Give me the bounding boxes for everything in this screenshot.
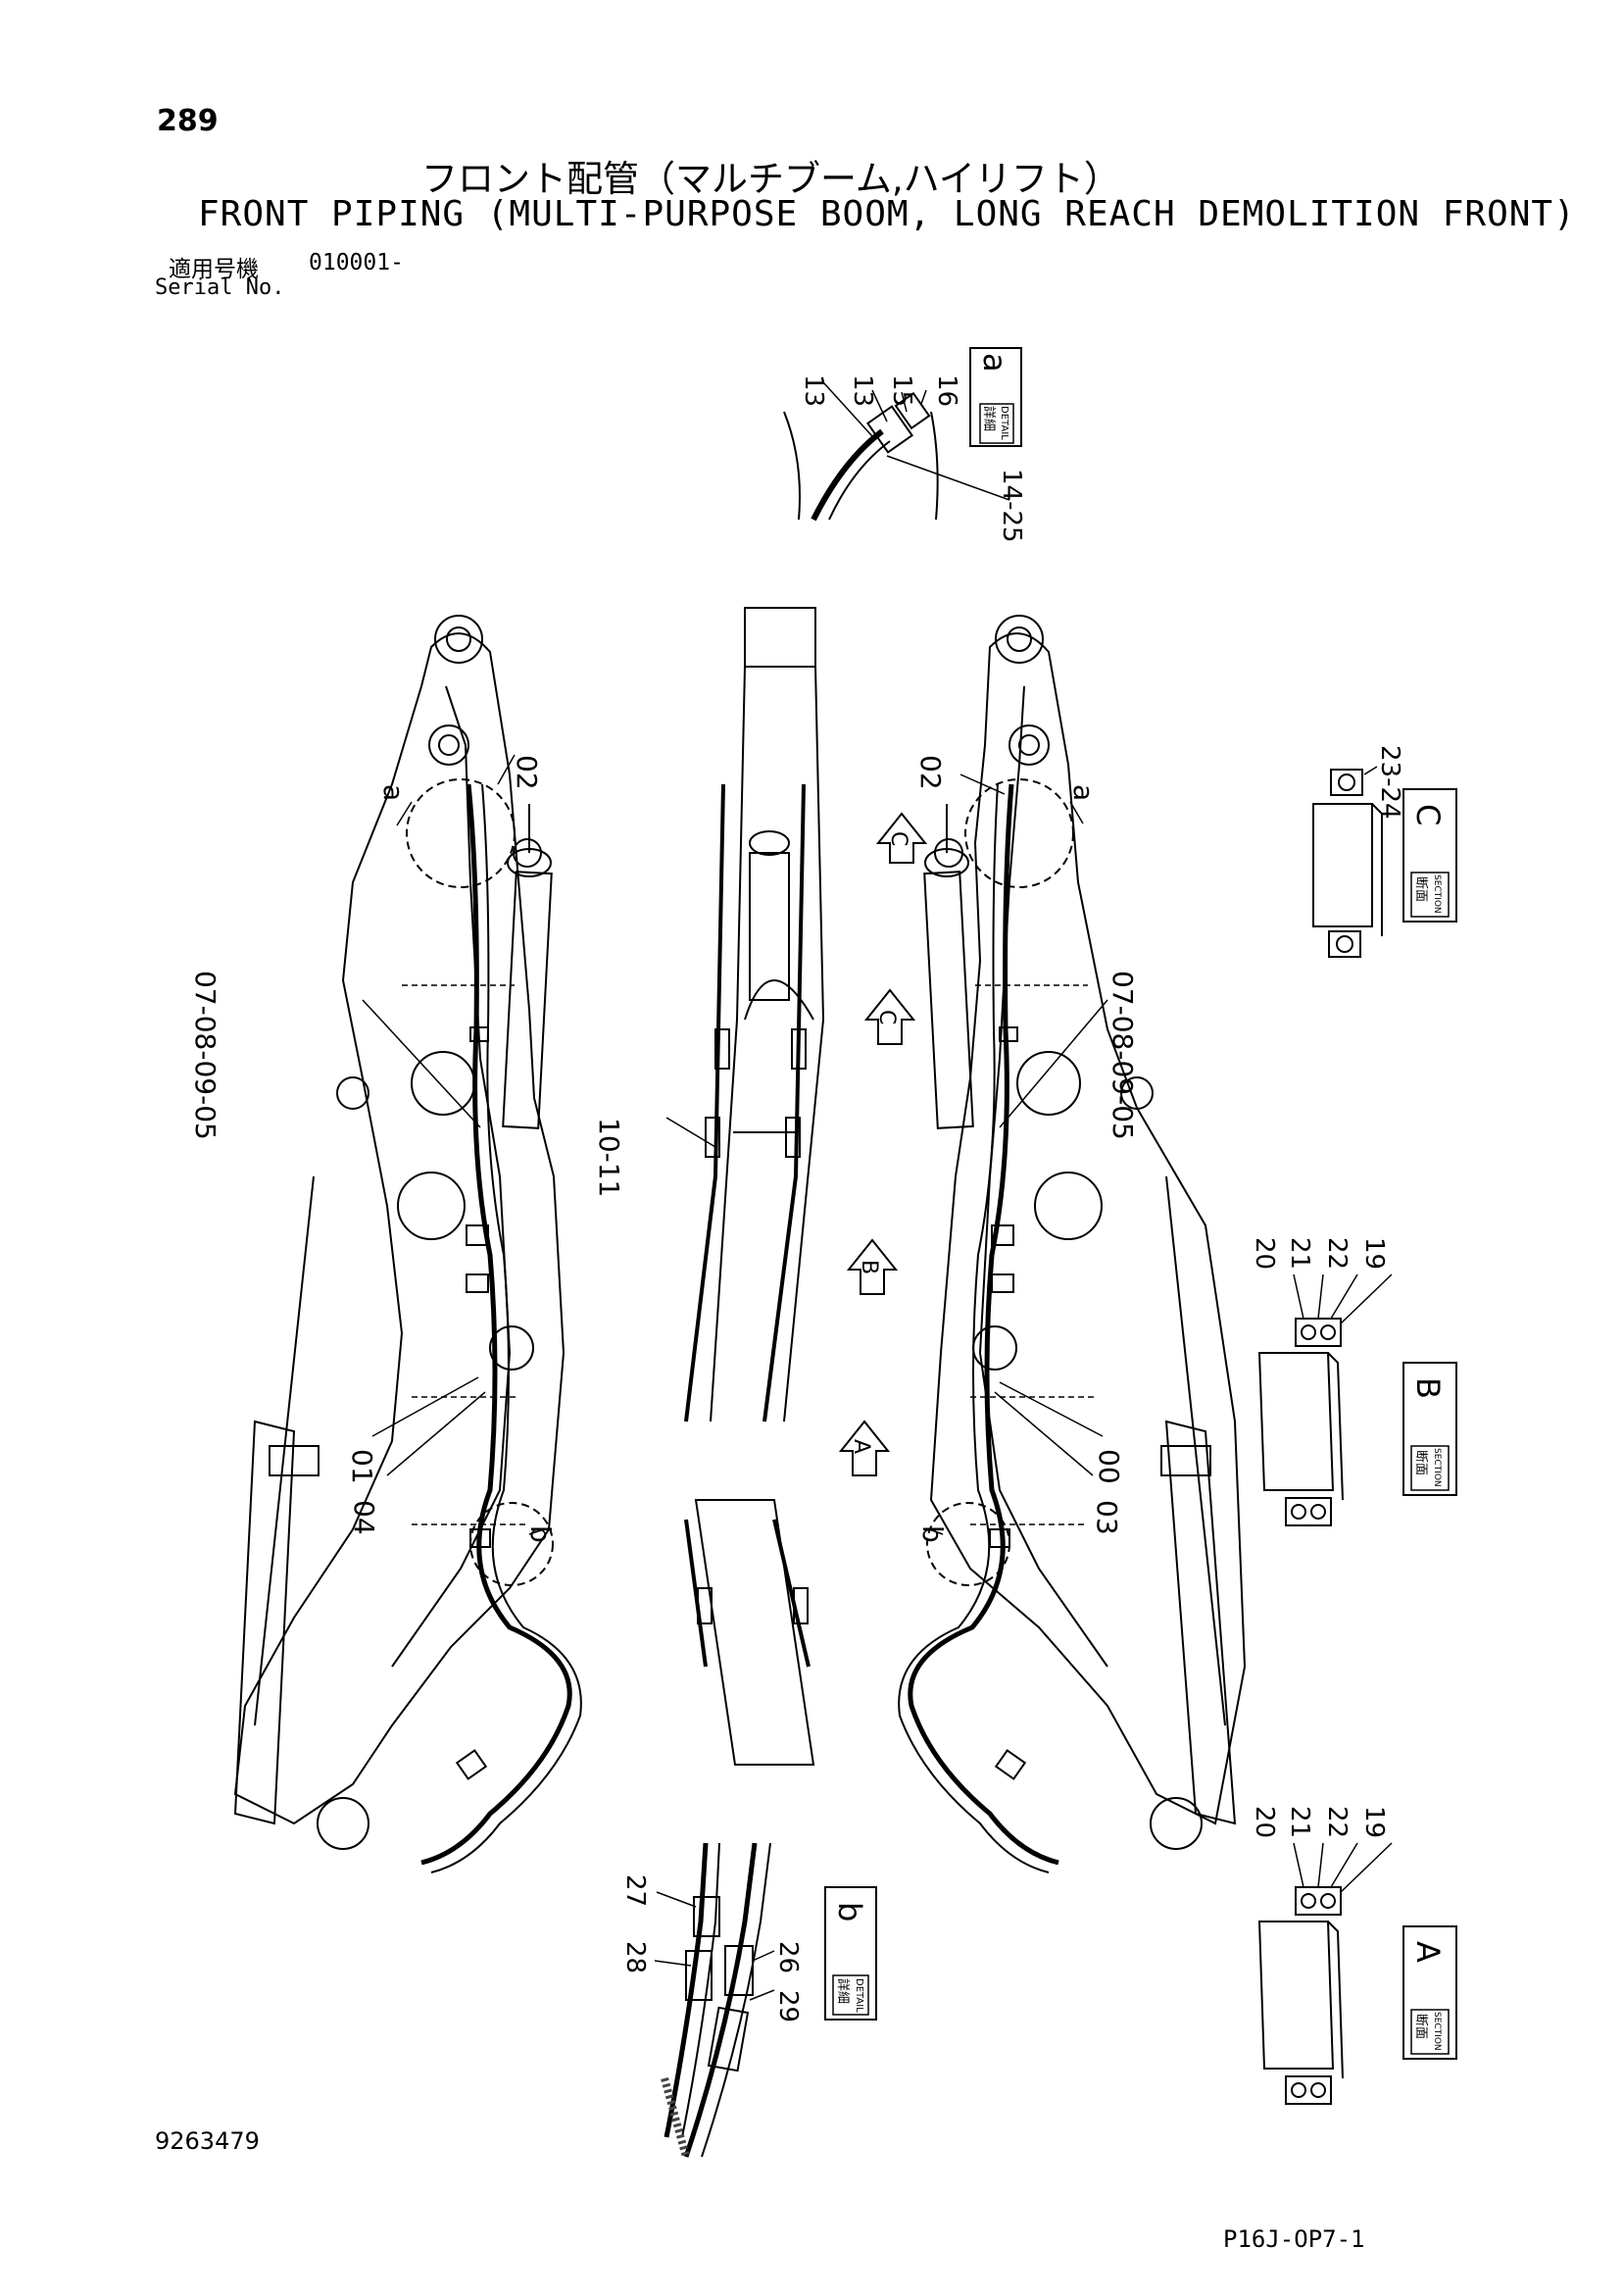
svg-text:C: C [874,1010,899,1024]
section-b: 20 21 22 19 断面 SECTION B [1250,1237,1457,1526]
detail-a-tag-jp: 詳細 [981,406,997,431]
section-c-part-23-24: 23-24 [1375,745,1404,820]
section-c-tag-en: SECTION [1432,874,1442,914]
detail-a: 13 13 15 16 14-25 詳細 DETAIL a [783,347,1026,543]
right-callout-02: 02 [914,755,947,790]
detail-a-tag-letter: a [976,353,1013,373]
section-b-part-21: 21 [1285,1237,1314,1270]
title-english: FRONT PIPING (MULTI-PURPOSE BOOM, LONG R… [198,194,1576,234]
section-b-part-20: 20 [1250,1237,1279,1270]
title-japanese: フロント配管（マルチブーム,ハイリフト） [421,158,1120,200]
detail-a-part-16: 16 [932,374,961,407]
detail-a-tag-frame [969,347,1022,447]
section-c-tag-jp: 断面 [1413,876,1428,902]
detail-a-part-13: 13 [799,374,828,407]
section-a-part-22: 22 [1322,1806,1352,1838]
section-a: 20 21 22 19 断面 SECTION A [1250,1806,1457,2105]
left-callout-02: 02 [511,755,543,790]
detail-a-part-14-25: 14-25 [997,469,1026,543]
section-c-tag-frame [1402,788,1457,923]
section-a-tag-letter: A [1409,1941,1447,1963]
detail-b: 27 28 26 29 詳細 DETAIL b [620,1842,877,2159]
detail-b-part-29: 29 [773,1990,803,2022]
serial-label-english: Serial No. [155,275,285,300]
detail-b-part-26: 26 [773,1941,803,1973]
detail-b-tag-frame [824,1886,877,2021]
page-number: 289 [157,104,219,138]
left-callout-a: a [377,784,410,801]
section-b-tag-frame [1402,1362,1457,1496]
detail-a-tag-en: DETAIL [999,406,1009,440]
detail-a-part-13b: 13 [848,374,877,407]
document-number: 9263479 [155,2127,260,2155]
right-callout-a: a [1067,784,1100,801]
left-detail-a-circle [406,778,516,888]
section-a-tag-en: SECTION [1432,2012,1442,2051]
svg-text:A: A [849,1439,873,1454]
view-arrow-b: B [846,1238,899,1295]
section-a-tag-jp: 断面 [1413,2014,1428,2039]
svg-text:B: B [857,1260,881,1274]
section-a-part-21: 21 [1285,1806,1314,1838]
right-callout-00: 00 [1093,1449,1125,1484]
section-a-tag-frame [1402,1925,1457,2060]
right-callout-07-08-09-05: 07-08-09-05 [1107,971,1139,1140]
left-callout-01: 01 [346,1449,378,1484]
detail-b-tag-en: DETAIL [854,1978,864,2013]
serial-value: 010001- [309,250,404,275]
section-b-part-19: 19 [1359,1237,1389,1270]
detail-b-tag-letter: b [831,1902,868,1922]
center-callout-10-11: 10-11 [593,1118,625,1197]
section-b-tag-jp: 断面 [1413,1450,1428,1475]
section-b-tag-en: SECTION [1432,1448,1442,1487]
detail-b-part-27: 27 [620,1874,650,1907]
detail-b-tag-jp: 詳細 [835,1978,851,2004]
center-views: 10-11 C C B A [593,607,928,1766]
section-a-part-20: 20 [1250,1806,1279,1838]
section-b-tag-letter: B [1409,1377,1447,1399]
view-arrow-c-top: C [875,812,928,864]
section-a-part-19: 19 [1359,1806,1389,1838]
right-callout-b: b [916,1525,949,1543]
section-c: 23-24 断面 SECTION C [1312,745,1457,958]
left-callout-04: 04 [348,1500,380,1535]
svg-text:C: C [886,831,910,846]
detail-b-part-28: 28 [620,1941,650,1973]
left-callout-b: b [524,1525,557,1543]
right-callout-03: 03 [1091,1500,1123,1535]
page-code: P16J-OP7-1 [1223,2225,1365,2253]
view-arrow-a: A [838,1420,891,1476]
right-detail-a-circle [964,778,1074,888]
left-boom: 02 a 07-08-09-05 01 04 b [189,615,582,1873]
section-b-part-22: 22 [1322,1237,1352,1270]
section-c-tag-letter: C [1409,804,1447,825]
left-callout-07-08-09-05: 07-08-09-05 [189,971,221,1140]
serial-label-japanese: 適用号機 [169,257,259,282]
view-arrow-c: C [863,988,916,1045]
detail-a-part-15: 15 [887,374,916,407]
right-boom: 02 a 07-08-09-05 00 03 b [898,615,1247,1873]
